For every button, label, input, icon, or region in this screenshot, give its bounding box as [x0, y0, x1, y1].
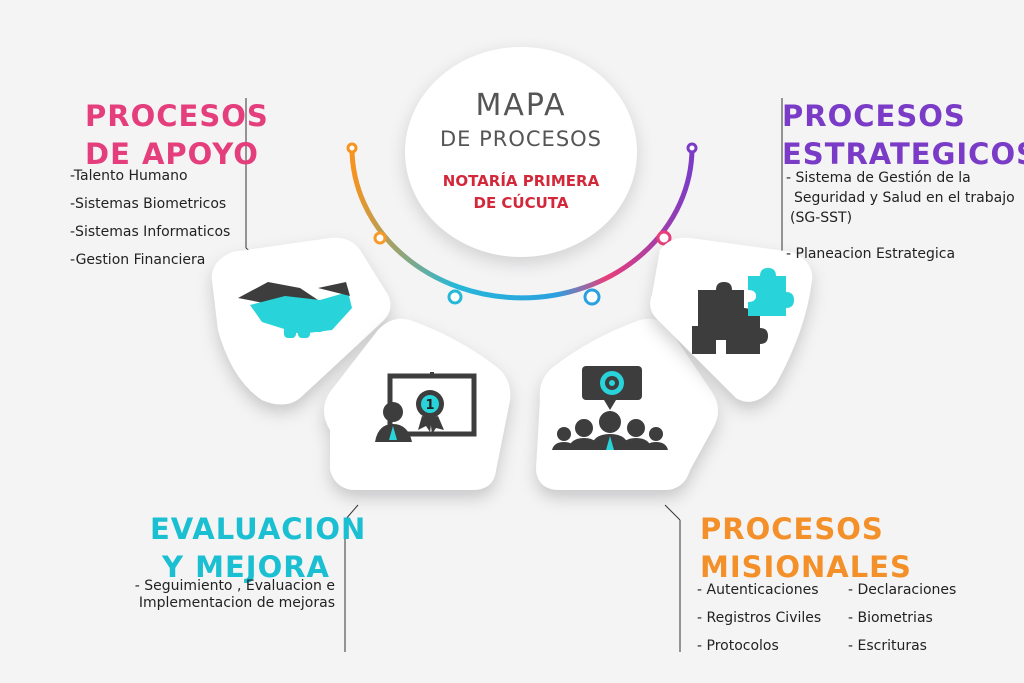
list-item: - Registros Civiles	[697, 610, 822, 626]
arc-node	[583, 288, 601, 306]
apoyo-heading: PROCESOS DE APOYO	[85, 97, 269, 173]
list-item: - Biometrias	[848, 610, 933, 626]
list-item: - Escrituras	[848, 638, 927, 654]
list-item: - Planeacion Estrategica	[786, 246, 956, 262]
apoyo-heading-line1: PROCESOS	[85, 99, 269, 133]
puzzle-icon	[692, 268, 794, 354]
leader-line	[344, 504, 359, 521]
arc-node	[346, 142, 358, 154]
evaluacion-heading: EVALUACION Y MEJORA	[150, 510, 367, 586]
notaria-name: NOTARÍA PRIMERA DE CÚCUTA	[405, 170, 637, 214]
svg-text:1: 1	[425, 398, 434, 413]
arc-node	[373, 231, 387, 245]
misionales-list-right: - Declaraciones - Biometrias - Escritura…	[848, 580, 956, 664]
estrategicos-heading: PROCESOS ESTRATEGICOS	[782, 97, 1024, 173]
estrategicos-heading-line1: PROCESOS	[782, 99, 966, 133]
handshake-icon	[238, 282, 352, 338]
misionales-heading-line2: MISIONALES	[700, 550, 912, 584]
estrategicos-heading-line2: ESTRATEGICOS	[782, 137, 1024, 171]
list-item: -Sistemas Biometricos	[70, 196, 227, 212]
list-item: - Autenticaciones	[697, 582, 819, 598]
evaluacion-heading-line1: EVALUACION	[150, 512, 367, 546]
list-item: -Talento Humano	[70, 168, 188, 184]
list-item: - Declaraciones	[848, 582, 957, 598]
list-item-line: (SG-SST)	[790, 210, 853, 226]
estrategicos-list: - Sistema de Gestión de la Seguridad y S…	[786, 168, 1015, 264]
misionales-heading: PROCESOS MISIONALES	[700, 510, 912, 586]
map-title: MAPA	[475, 88, 567, 123]
presentation-award-icon: 1	[375, 372, 477, 442]
list-item: -Gestion Financiera	[70, 252, 206, 268]
list-item-line: Seguridad y Salud en el trabajo	[794, 190, 1015, 206]
evaluacion-heading-line2: Y MEJORA	[162, 550, 330, 584]
map-subtitle: DE PROCESOS	[439, 127, 603, 151]
list-item-line: Implementacion de mejoras	[138, 595, 335, 611]
arc-node	[656, 230, 672, 246]
center-circle	[405, 47, 637, 257]
misionales-heading-line1: PROCESOS	[700, 512, 884, 546]
team-target-icon	[552, 366, 668, 450]
list-item: - Protocolos	[697, 638, 779, 654]
evaluacion-list: - Seguimiento , Evaluacion e Implementac…	[130, 578, 335, 612]
arc-node	[686, 142, 698, 154]
arc-node	[447, 289, 463, 305]
leader-line	[664, 504, 681, 521]
misionales-list-left: - Autenticaciones - Registros Civiles - …	[697, 580, 821, 664]
notaria-line1: NOTARÍA PRIMERA	[442, 172, 600, 190]
list-item-line: - Seguimiento , Evaluacion e	[134, 578, 335, 594]
list-item: -Sistemas Informaticos	[70, 224, 231, 240]
list-item-line: - Sistema de Gestión de la	[786, 170, 971, 186]
notaria-line2: DE CÚCUTA	[473, 194, 569, 212]
apoyo-heading-line2: DE APOYO	[85, 137, 259, 171]
apoyo-list: -Talento Humano -Sistemas Biometricos -S…	[70, 166, 230, 278]
